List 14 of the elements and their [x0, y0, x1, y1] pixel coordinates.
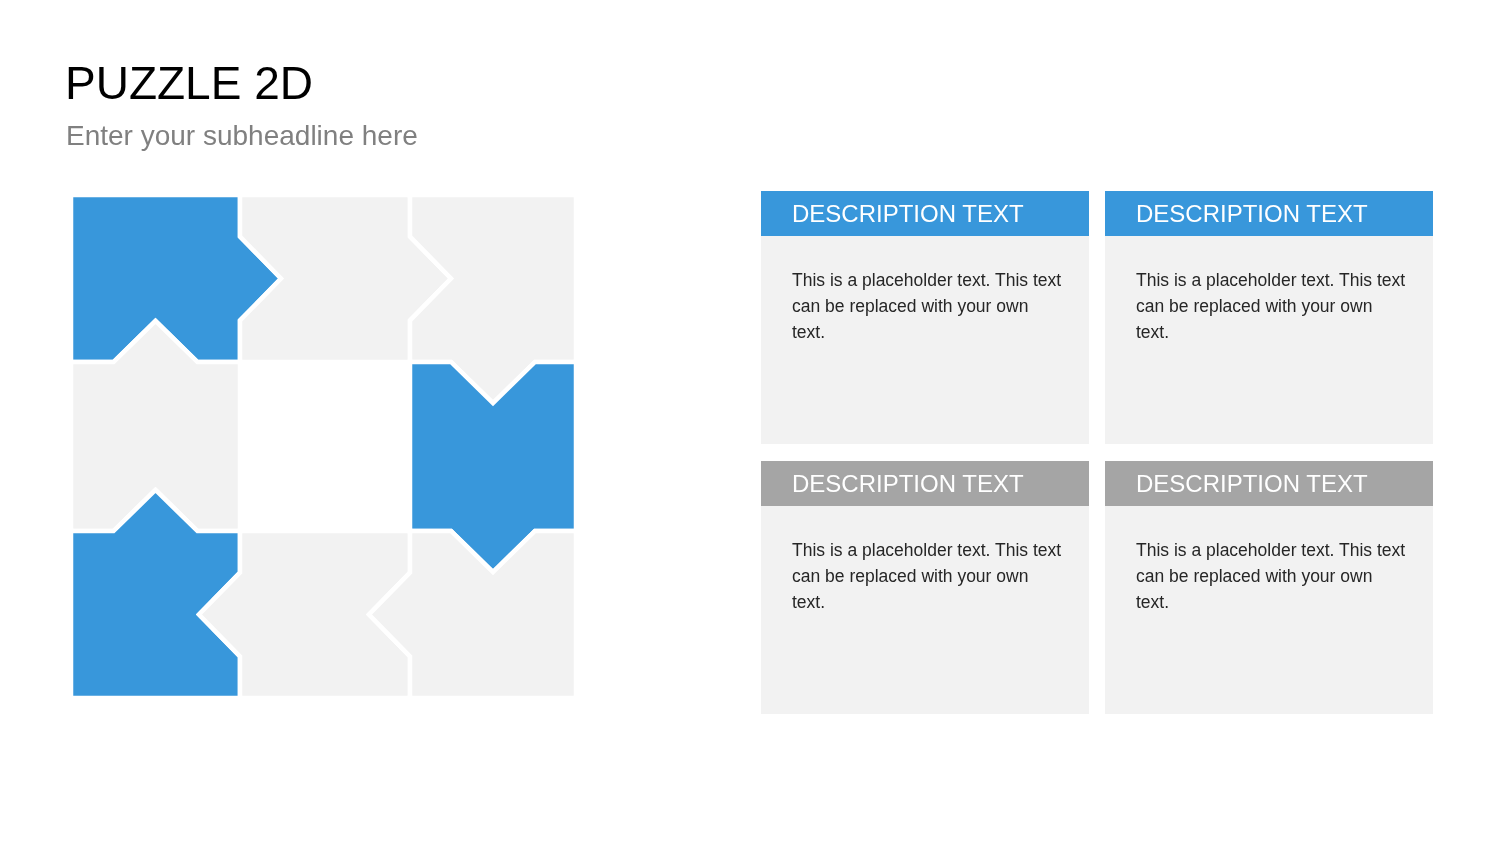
title: PUZZLE 2D — [65, 60, 313, 106]
body-text: This is a placeholder text. This text can be replaced with your own text. — [1136, 539, 1407, 614]
body-text: This is a placeholder text. This text can be replaced with your own text. — [1136, 269, 1407, 344]
description-card — [761, 461, 1089, 714]
card-header: DESCRIPTION TEXT — [761, 461, 1089, 506]
body-text: This is a placeholder text. This text can be replaced with your own text. — [792, 539, 1063, 614]
card-header: DESCRIPTION TEXT — [1105, 461, 1433, 506]
description-card — [1105, 461, 1433, 714]
subtitle: Enter your subheadline here — [66, 121, 418, 151]
card-header: DESCRIPTION TEXT — [1105, 191, 1433, 236]
description-card — [761, 191, 1089, 444]
body-text: This is a placeholder text. This text can be replaced with your own text. — [792, 269, 1063, 344]
description-card — [1105, 191, 1433, 444]
card-header: DESCRIPTION TEXT — [761, 191, 1089, 236]
